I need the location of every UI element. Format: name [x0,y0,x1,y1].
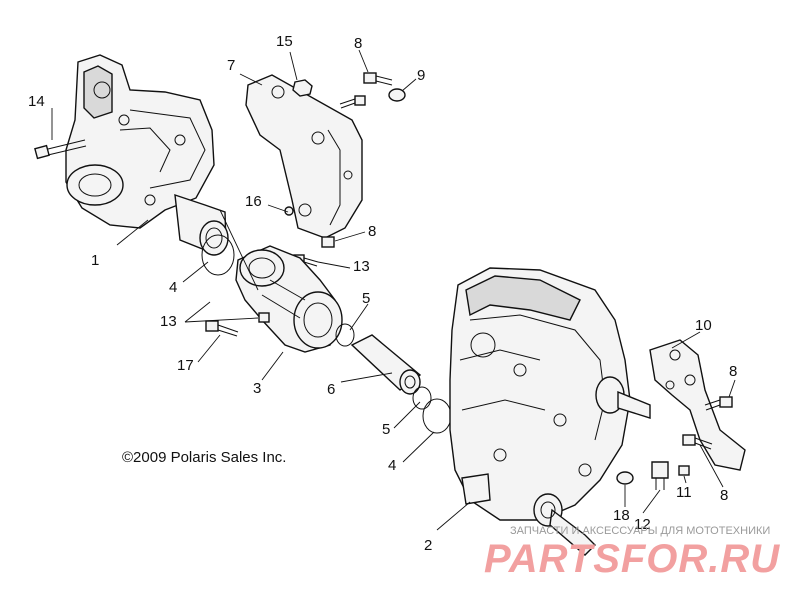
callout-18: 18 [613,507,630,524]
front-gearcase-drawing [65,54,229,256]
bolt-17-drawing [205,320,239,337]
callout-8-mid: 8 [368,223,376,240]
callout-9: 9 [417,67,425,84]
mount-bracket-drawing [245,74,363,239]
callout-12: 12 [634,516,651,533]
o-ring-4-upper-drawing [201,234,235,276]
bolt-14-drawing [34,139,87,160]
sensor-12-drawing [651,461,669,490]
callout-13-left: 13 [160,313,177,330]
callout-5-upper: 5 [362,290,370,307]
callout-4-lower: 4 [388,457,396,474]
callout-15: 15 [276,33,293,50]
callouts: 1 2 3 4 4 5 5 6 7 8 8 8 8 9 10 11 12 13 … [28,33,737,554]
copyright-notice: ©2009 Polaris Sales Inc. [122,449,286,466]
callout-3: 3 [253,380,261,397]
washer-9-drawing [388,88,406,102]
callout-14: 14 [28,93,45,110]
callout-8-top: 8 [354,35,362,52]
washer-18-drawing [616,471,634,485]
callout-1: 1 [91,252,99,269]
nut-15-drawing [292,79,313,97]
callout-2: 2 [424,537,432,554]
watermark-brand: PARTSFOR.RU [484,537,780,581]
callout-8-bottom: 8 [720,487,728,504]
bolt-8-right-drawing [682,396,733,450]
watermark-subtitle: ЗАПЧАСТИ И АКСЕССУАРЫ ДЛЯ МОТОТЕХНИКИ [510,525,770,537]
o-ring-4-lower-drawing [422,398,452,434]
callout-11: 11 [676,484,692,501]
bracket-10-drawing [649,339,746,471]
transmission-drawing [449,267,651,556]
callout-8-right: 8 [729,363,737,380]
snap-ring-5-lower-drawing [412,386,432,410]
bolt-13-lower-drawing [258,312,270,323]
callout-7: 7 [227,57,235,74]
splined-sleeve-6-drawing [350,334,422,395]
bolt-8-lower-drawing [321,236,335,248]
callout-6: 6 [327,381,335,398]
callout-4-upper: 4 [169,279,177,296]
callout-13-right: 13 [353,258,370,275]
watermark: ЗАПЧАСТИ И АКСЕССУАРЫ ДЛЯ МОТОТЕХНИКИ PA… [484,525,780,581]
snap-ring-5-upper-drawing [335,323,355,347]
bolt-8-upper-drawing [339,72,393,109]
bolt-11-drawing [678,465,690,476]
callout-5-lower: 5 [382,421,390,438]
callout-17: 17 [177,357,194,374]
leader-lines [51,49,736,531]
callout-16: 16 [245,193,262,210]
coupler-housing-drawing [235,245,343,353]
callout-10: 10 [695,317,712,334]
